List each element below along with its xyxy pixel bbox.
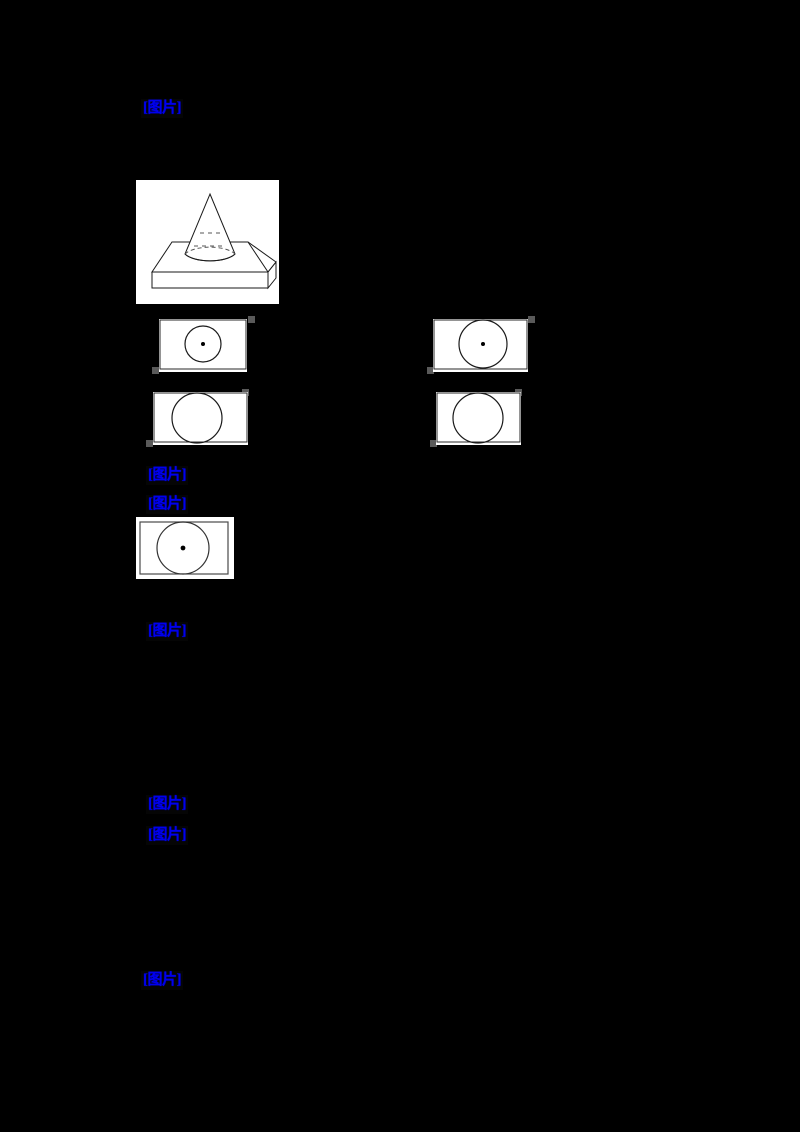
image-placeholder-label-2[interactable]: [图片] [146,466,188,485]
image-placeholder-label-6[interactable]: [图片] [146,826,188,845]
image-placeholder-label-3[interactable]: [图片] [146,495,188,514]
cone-on-slab-figure [136,180,279,304]
option-d-svg [436,392,521,444]
option-b-figure[interactable] [433,319,528,372]
option-b-handle-top-right [528,316,535,323]
answer-figure [136,517,234,579]
option-b-center-dot [481,342,485,346]
option-d-handle-bottom-left [430,440,437,447]
option-c-svg [153,392,248,444]
option-a-figure[interactable] [159,319,247,372]
option-d-figure[interactable] [436,392,521,445]
answer-svg [139,521,229,575]
image-placeholder-label-7[interactable]: [图片] [141,971,183,990]
option-b-svg [433,319,528,370]
option-a-center-dot [201,342,205,346]
option-a-svg [159,319,247,370]
answer-center-dot [180,545,186,551]
image-placeholder-label-1[interactable]: [图片] [141,99,183,118]
cone-on-slab-svg [151,192,277,290]
image-placeholder-label-5[interactable]: [图片] [146,795,188,814]
option-c-figure[interactable] [153,392,248,445]
option-a-handle-top-right [248,316,255,323]
image-placeholder-label-4[interactable]: [图片] [146,622,188,641]
option-a-handle-bottom-left [152,367,159,374]
option-c-handle-bottom-left [146,440,153,447]
option-b-handle-bottom-left [427,367,434,374]
